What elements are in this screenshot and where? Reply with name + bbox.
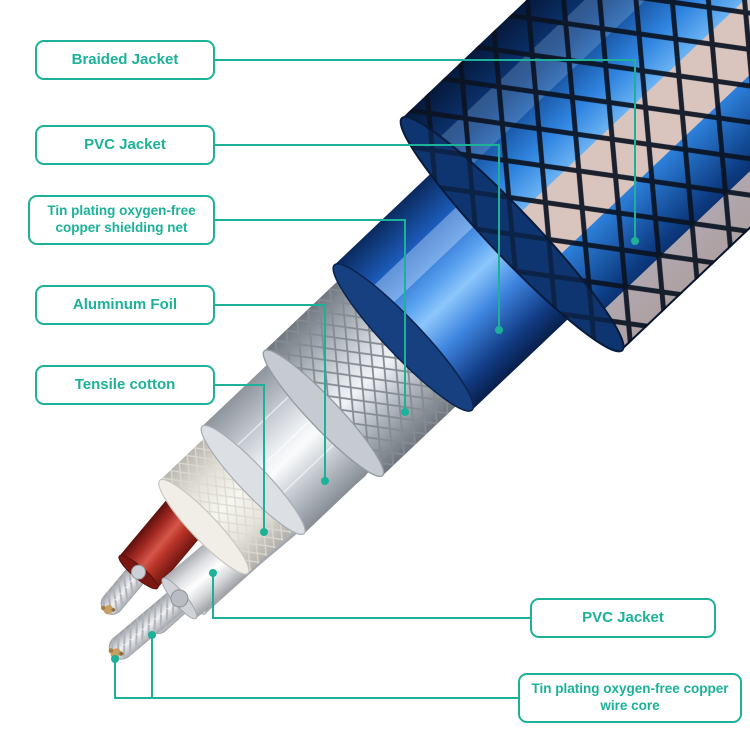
leader-pvc-jacket (215, 144, 500, 330)
leader-tensile-cotton (215, 384, 265, 532)
tin-core-tip (101, 604, 116, 615)
cotton-layer (158, 416, 315, 575)
leader-braided-jacket (215, 59, 636, 241)
leader-shielding-net (213, 219, 406, 412)
label-aluminum-foil: Aluminum Foil (35, 285, 215, 325)
label-braided-jacket: Braided Jacket (35, 40, 215, 80)
aluminum-foil-layer (200, 345, 389, 536)
label-tensile-cotton: Tensile cotton (35, 365, 215, 405)
cable-layers (158, 0, 750, 575)
label-shielding-net: Tin plating oxygen-free copper shielding… (28, 195, 215, 245)
label-pvc-jacket-right-text: PVC Jacket (582, 608, 664, 626)
braided-jacket-layer (399, 0, 750, 353)
label-pvc-jacket: PVC Jacket (35, 125, 215, 165)
leader-aluminum-foil (215, 304, 326, 481)
leader-wire-core-a (114, 659, 518, 699)
label-wire-core-text: Tin plating oxygen-free copper wire core (531, 681, 729, 713)
leader-pvc-jacket-right (212, 573, 530, 619)
shielding-net-layer (262, 261, 477, 478)
label-wire-core: Tin plating oxygen-free copper wire core (518, 673, 742, 723)
label-braided-jacket-text: Braided Jacket (71, 50, 179, 68)
label-shielding-net-text: Tin plating oxygen-free copper shielding… (47, 203, 196, 235)
leader-lines (111, 59, 639, 699)
label-tensile-cotton-text: Tensile cotton (74, 375, 176, 393)
label-aluminum-foil-text: Aluminum Foil (72, 295, 178, 313)
label-pvc-jacket-text: PVC Jacket (84, 135, 166, 153)
label-pvc-jacket-right: PVC Jacket (530, 598, 716, 638)
